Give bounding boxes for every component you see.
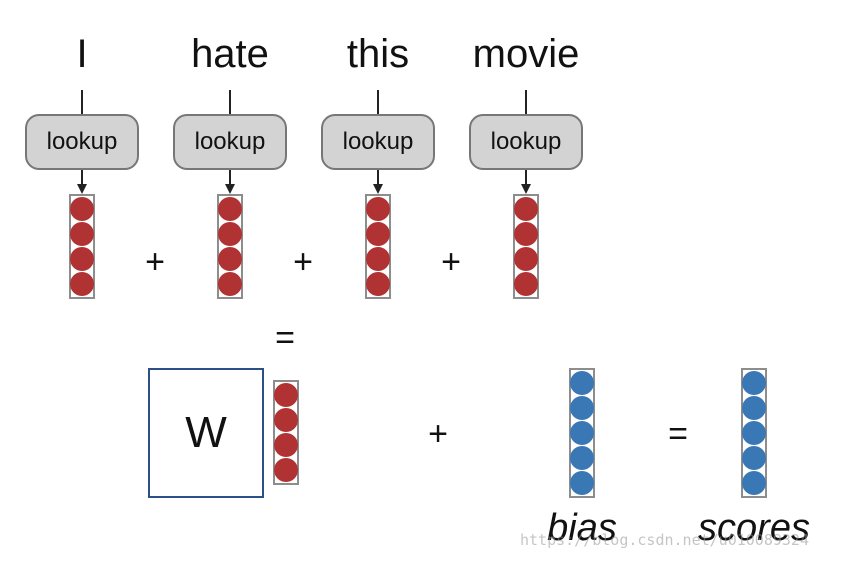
vector-element [70, 272, 94, 296]
vector-element [514, 222, 538, 246]
scores-label: scores [698, 507, 810, 549]
embedding-vector-1 [69, 194, 95, 299]
vector-element [514, 247, 538, 271]
connector-line [377, 90, 379, 114]
lookup-box: lookup [469, 114, 583, 170]
vector-element [742, 396, 766, 420]
plus-sign: + [145, 243, 165, 281]
arrow-down-icon [373, 184, 383, 194]
vector-element [514, 197, 538, 221]
vector-element [274, 408, 298, 432]
lookup-box: lookup [25, 114, 139, 170]
plus-sign: + [293, 243, 313, 281]
vector-element [366, 222, 390, 246]
embedding-vector-4 [513, 194, 539, 299]
connector-line [81, 90, 83, 114]
equals-sign: = [668, 415, 688, 453]
equals-sign: = [275, 319, 295, 357]
arrow-line [81, 170, 83, 186]
vector-element [70, 222, 94, 246]
vector-element [274, 383, 298, 407]
plus-sign: + [441, 243, 461, 281]
bias-vector [569, 368, 595, 498]
vector-element [218, 247, 242, 271]
vector-element [742, 471, 766, 495]
vector-element [570, 421, 594, 445]
arrow-down-icon [77, 184, 87, 194]
vector-element [514, 272, 538, 296]
plus-sign: + [428, 415, 448, 453]
vector-element [570, 446, 594, 470]
word-3: this [346, 32, 410, 76]
word-2: hate [191, 32, 269, 76]
vector-element [70, 197, 94, 221]
lookup-box: lookup [321, 114, 435, 170]
arrow-line [377, 170, 379, 186]
vector-element [742, 421, 766, 445]
vector-element [366, 197, 390, 221]
vector-element [366, 247, 390, 271]
arrow-down-icon [521, 184, 531, 194]
weight-matrix: W [148, 368, 264, 498]
vector-element [742, 371, 766, 395]
bias-label: bias [547, 507, 617, 549]
scores-vector [741, 368, 767, 498]
vector-element [570, 471, 594, 495]
vector-element [274, 433, 298, 457]
word-4: movie [472, 32, 580, 76]
vector-element [218, 197, 242, 221]
arrow-down-icon [225, 184, 235, 194]
vector-element [742, 446, 766, 470]
word-1: I [76, 32, 88, 76]
vector-element [366, 272, 390, 296]
summed-embedding-vector [273, 380, 299, 485]
arrow-line [229, 170, 231, 186]
vector-element [218, 222, 242, 246]
vector-element [218, 272, 242, 296]
vector-element [70, 247, 94, 271]
embedding-vector-3 [365, 194, 391, 299]
vector-element [570, 396, 594, 420]
connector-line [229, 90, 231, 114]
watermark: https://blog.csdn.net/u010089324 [520, 531, 809, 549]
arrow-line [525, 170, 527, 186]
embedding-vector-2 [217, 194, 243, 299]
vector-element [274, 458, 298, 482]
lookup-box: lookup [173, 114, 287, 170]
vector-element [570, 371, 594, 395]
connector-line [525, 90, 527, 114]
